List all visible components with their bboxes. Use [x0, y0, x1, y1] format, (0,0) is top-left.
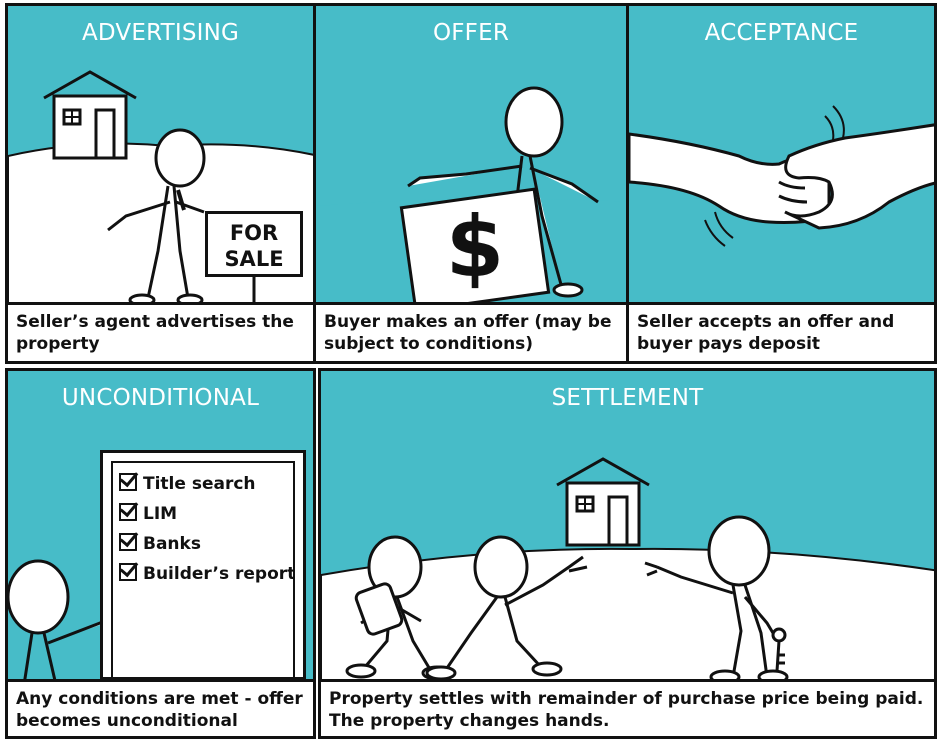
house-icon	[43, 70, 137, 160]
settlement-scene	[321, 457, 934, 679]
caption-offer: Buyer makes an offer (may be subject to …	[313, 302, 629, 364]
caption-settlement: Property settles with remainder of purch…	[318, 679, 937, 739]
panel-acceptance: ACCEPTANCE	[626, 3, 937, 305]
panel-offer: $ OFFER	[313, 3, 629, 305]
panel-title-acceptance: ACCEPTANCE	[704, 20, 859, 46]
seller-figure	[644, 515, 789, 679]
checkbox-checked-icon	[119, 503, 137, 521]
offer-scene: $	[316, 86, 626, 302]
checklist-item-label: Builder’s report	[143, 564, 296, 584]
agent-figure	[107, 128, 206, 302]
for-sale-sign: FOR SALE	[205, 211, 303, 277]
caption-unconditional: Any conditions are met - offer becomes u…	[5, 679, 316, 739]
advertising-scene	[8, 70, 313, 302]
checklist-item-label: Banks	[143, 534, 201, 554]
checklist-inner-border	[111, 461, 295, 683]
house-icon	[556, 457, 650, 547]
key-icon	[771, 627, 787, 672]
panel-title-settlement: SETTLEMENT	[551, 385, 704, 411]
dollar-icon: $	[446, 198, 504, 296]
checklist-item-label: LIM	[143, 504, 178, 524]
acceptance-scene	[629, 105, 934, 247]
checkbox-checked-icon	[119, 563, 137, 581]
handshake-icon	[629, 123, 934, 230]
checklist-item-builders-report: Builder’s report	[119, 563, 295, 584]
caption-acceptance: Seller accepts an offer and buyer pays d…	[626, 302, 937, 364]
offer-board	[399, 187, 551, 302]
panel-title-offer: OFFER	[432, 20, 510, 46]
checkbox-checked-icon	[119, 533, 137, 551]
panel-advertising: FOR SALE ADVERTISING	[5, 3, 316, 305]
panel-title-unconditional: UNCONDITIONAL	[61, 385, 260, 411]
conditions-checklist: Title search LIM Banks Builder’s report	[100, 450, 306, 683]
panel-title-advertising: ADVERTISING	[81, 20, 240, 46]
checklist-item-label: Title search	[143, 474, 256, 494]
checklist-item-banks: Banks	[119, 533, 201, 554]
agent-figure	[425, 535, 588, 679]
checklist-item-lim: LIM	[119, 503, 177, 524]
panel-settlement: SETTLEMENT	[318, 368, 937, 682]
caption-advertising: Seller’s agent advertises the property	[5, 302, 316, 364]
buyer-figure	[345, 535, 453, 679]
checkbox-checked-icon	[119, 473, 137, 491]
checklist-item-title-search: Title search	[119, 473, 256, 494]
